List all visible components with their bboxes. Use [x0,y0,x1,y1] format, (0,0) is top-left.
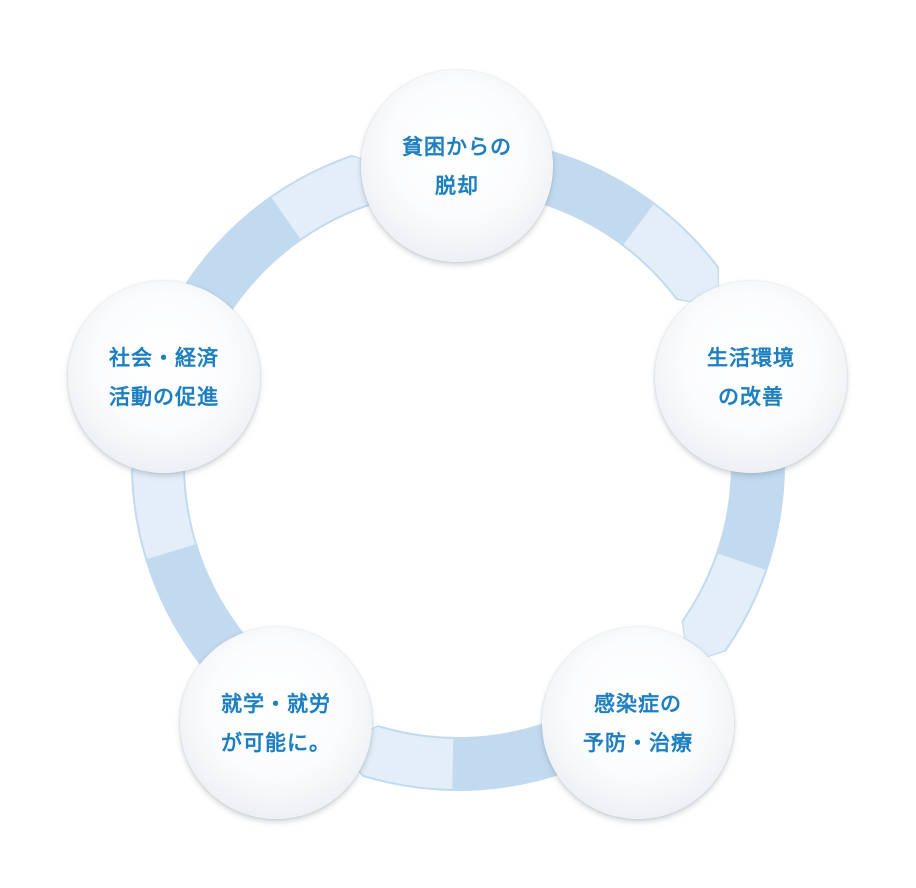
cycle-node-school-work: 就学・就労 が可能に。 [180,627,372,819]
cycle-node-living-environment: 生活環境 の改善 [655,281,847,473]
node-label-poverty: 貧困からの 脱却 [402,127,512,205]
cycle-arrow-highlight [271,156,390,239]
node-label-school-work: 就学・就労 が可能に。 [221,684,331,762]
cycle-node-social-economic: 社会・経済 活動の促進 [68,281,260,473]
cycle-arrow-highlight [683,553,766,664]
node-label-line: 予防・治療 [583,730,693,755]
node-label-line: が可能に。 [221,730,331,755]
node-label-line: 貧困からの [402,134,512,159]
node-label-line: 活動の促進 [109,384,219,409]
cycle-node-infection: 感染症の 予防・治療 [542,627,734,819]
node-label-line: 社会・経済 [109,345,219,370]
node-label-line: 就学・就労 [221,691,331,716]
cycle-arrow-highlight [623,204,719,308]
node-label-line: 感染症の [594,691,682,716]
node-label-line: 脱却 [435,173,479,198]
node-label-line: 生活環境 [707,345,795,370]
node-label-social-economic: 社会・経済 活動の促進 [109,338,219,416]
node-label-line: の改善 [718,384,784,409]
cycle-node-poverty: 貧困からの 脱却 [361,70,553,262]
node-label-living-environment: 生活環境 の改善 [707,338,795,416]
node-label-infection: 感染症の 予防・治療 [583,684,693,762]
